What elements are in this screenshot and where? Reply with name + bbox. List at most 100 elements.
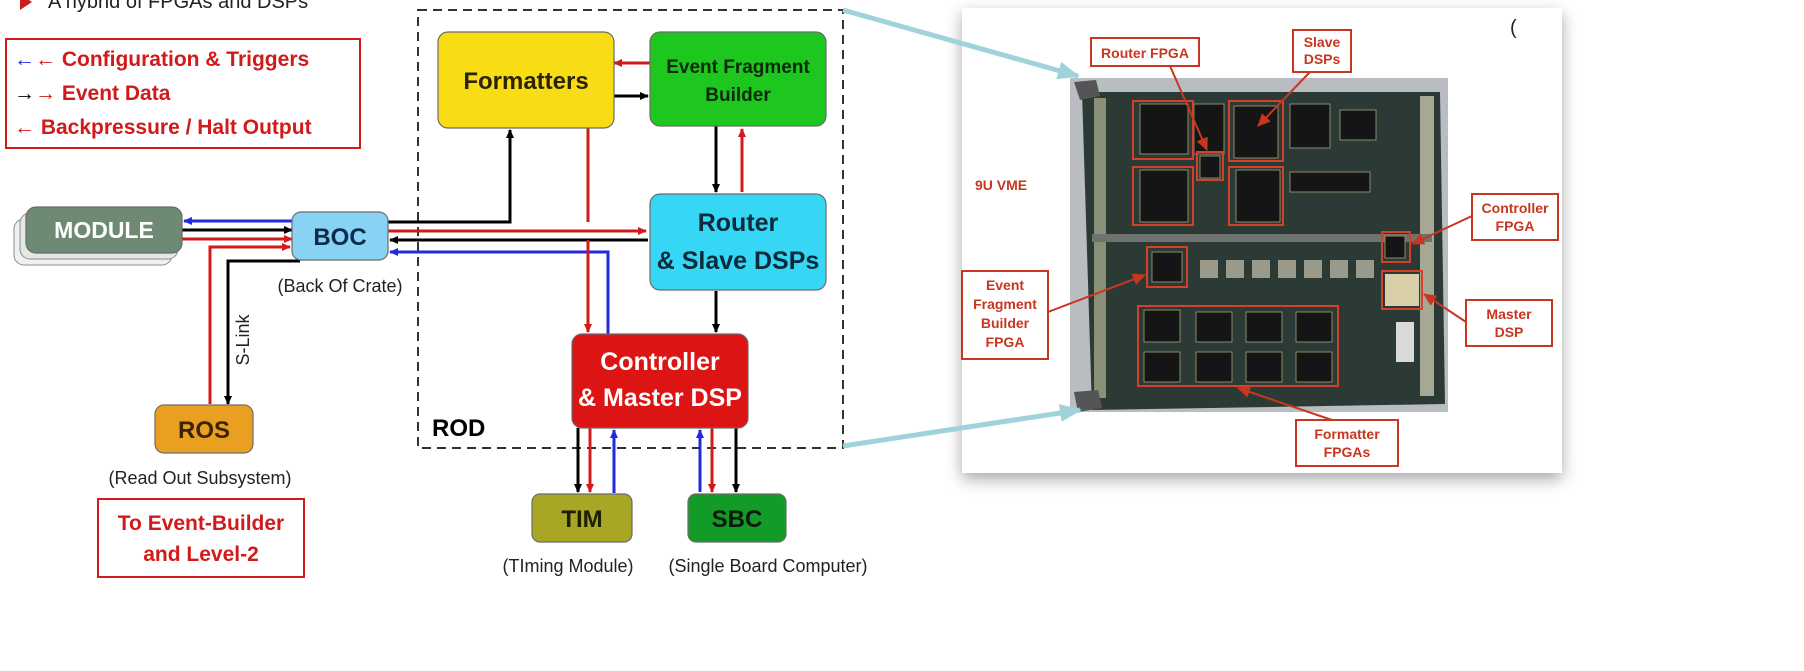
- router-fpga-highlight: [1196, 151, 1224, 181]
- controller-to-boc-arrow: [389, 248, 610, 334]
- ejector-handle-top: [1074, 80, 1100, 100]
- slave-dsp-highlight: [1132, 166, 1194, 226]
- socket: [1356, 260, 1374, 278]
- formatter-fpgas-callout: [1237, 386, 1333, 421]
- master-dsp-chip: [1385, 274, 1419, 306]
- router-label-line2: & Slave DSPs: [657, 247, 820, 275]
- rod-to-photo-bottom-arrow: [842, 404, 1082, 449]
- module-block: MODULE: [13, 206, 183, 266]
- rod-to-photo-connectors: [842, 7, 1082, 449]
- callout-lines: [1047, 65, 1473, 421]
- board-highlights: [1132, 100, 1423, 387]
- chip: [1233, 105, 1279, 159]
- efb-fpga-highlight: [1146, 246, 1188, 288]
- socket: [1278, 260, 1296, 278]
- chip: [1199, 155, 1221, 179]
- efb-block: Event Fragment Builder: [649, 31, 827, 127]
- controller-box: [571, 333, 749, 429]
- board-chips: [1139, 103, 1406, 383]
- formatters-box: [437, 31, 615, 129]
- rod-board-photo-panel: (: [961, 8, 1562, 473]
- photo-labels: Router FPGA Slave DSPs 9U VME Controller…: [961, 29, 1559, 467]
- formatters-block: Formatters: [437, 31, 615, 129]
- slave-dsp-highlight: [1132, 100, 1194, 160]
- slave-dsps-label-line1: Slave: [1304, 34, 1341, 50]
- boc-to-ros-slink-arrow: [224, 259, 300, 405]
- tim-box: [531, 493, 633, 543]
- chip: [1245, 311, 1283, 343]
- slave-dsps-label-line2: DSPs: [1304, 51, 1341, 67]
- boc-to-formatters-arrow: [388, 129, 514, 224]
- slink-label: S-Link: [233, 313, 253, 365]
- boc-caption: (Back Of Crate): [277, 276, 402, 296]
- socket: [1304, 260, 1322, 278]
- sbc-label: SBC: [712, 506, 763, 533]
- controller-block: Controller & Master DSP: [571, 333, 749, 429]
- chip: [1195, 311, 1233, 343]
- ros-box: [154, 404, 254, 454]
- vme-board: [1070, 78, 1448, 412]
- legend-box: [5, 38, 361, 149]
- formatter-fpgas-label-line2: FPGAs: [1324, 444, 1371, 460]
- vme-label: 9U VME: [975, 177, 1027, 193]
- chip: [1143, 351, 1181, 383]
- module-box: [25, 206, 183, 254]
- module-label: MODULE: [54, 217, 154, 243]
- boc-label: BOC: [313, 224, 366, 251]
- sbc-box: [687, 493, 787, 543]
- efb-label-line1: Event Fragment: [666, 57, 810, 78]
- sbc-caption: (Single Board Computer): [668, 556, 867, 576]
- controller-fpga-label-line2: FPGA: [1496, 218, 1535, 234]
- router-fpga-callout: [1169, 65, 1208, 151]
- event-builder-line1: To Event-Builder: [118, 512, 284, 535]
- controller-label-line2: & Master DSP: [578, 384, 742, 412]
- ros-to-boc-backpressure-arrow: [208, 243, 291, 404]
- sbc-block: SBC (Single Board Computer): [668, 493, 868, 576]
- ros-label: ROS: [178, 417, 230, 444]
- arrow-legend: ←← Configuration & Triggers →→ Event Dat…: [5, 38, 361, 149]
- connections: [182, 59, 746, 493]
- slave-dsps-callout: [1257, 71, 1311, 127]
- chip: [1151, 251, 1183, 283]
- bullet-icon: [20, 0, 32, 10]
- master-dsp-label-line2: DSP: [1495, 324, 1524, 340]
- controller-fpga-label-line1: Controller: [1482, 200, 1549, 216]
- chip: [1289, 103, 1331, 149]
- efb-box: [649, 31, 827, 127]
- efb-fpga-label-line4: FPGA: [986, 334, 1025, 350]
- chip: [1139, 169, 1189, 223]
- edge-connector: [1094, 98, 1106, 398]
- master-dsp-label-line1: Master: [1486, 306, 1532, 322]
- socket: [1200, 260, 1218, 278]
- efb-fpga-label-line3: Builder: [981, 315, 1030, 331]
- socket: [1226, 260, 1244, 278]
- efb-label-line2: Builder: [705, 85, 771, 106]
- legend-event-data: →→ Event Data: [14, 82, 171, 105]
- rod-boundary: [417, 9, 844, 449]
- vme-connector: [1420, 96, 1434, 396]
- boc-block: BOC (Back Of Crate): [277, 211, 403, 296]
- controller-fpga-highlight: [1381, 231, 1411, 263]
- efb-fpga-label-line2: Fragment: [973, 296, 1037, 312]
- router-fpga-label-box: [1090, 37, 1200, 67]
- board-component: [1396, 322, 1414, 362]
- master-dsp-highlight: [1381, 270, 1423, 310]
- chip: [1339, 109, 1377, 141]
- formatter-fpgas-label-box: [1295, 419, 1399, 467]
- chip: [1384, 235, 1406, 259]
- event-builder-box: [97, 498, 305, 578]
- legend-backpressure: ← Backpressure / Halt Output: [14, 116, 312, 139]
- rod-label: ROD: [432, 415, 485, 442]
- chip: [1295, 351, 1333, 383]
- master-dsp-callout: [1423, 293, 1467, 323]
- master-dsp-label-box: [1465, 299, 1553, 347]
- controller-fpga-callout: [1411, 215, 1473, 245]
- ros-caption: (Read Out Subsystem): [108, 468, 291, 488]
- slave-dsp-highlight: [1228, 166, 1284, 226]
- controller-label-line1: Controller: [600, 348, 720, 376]
- efb-fpga-callout: [1047, 273, 1146, 313]
- router-box: [649, 193, 827, 291]
- tim-label: TIM: [561, 506, 602, 533]
- header-bullet-text: A hybrid of FPGAs and DSPs: [48, 0, 308, 13]
